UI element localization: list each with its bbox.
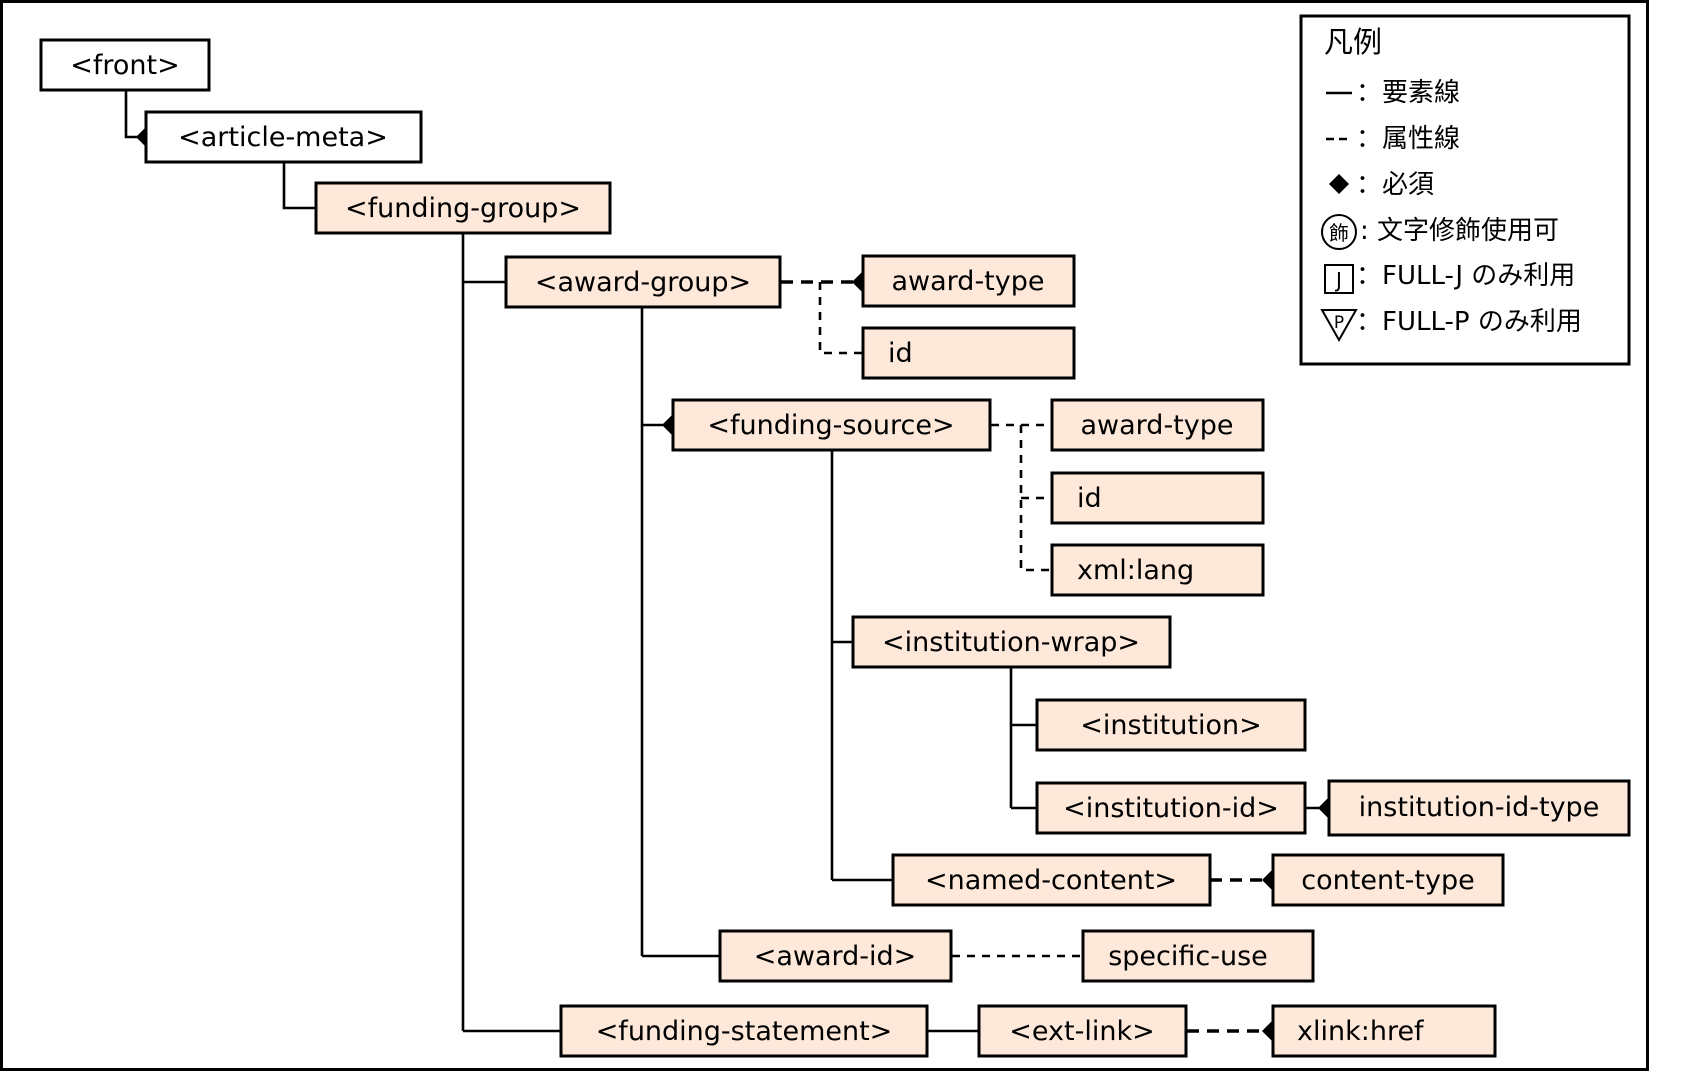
node-funding-source: <funding-source> [671, 398, 992, 452]
legend-attribute-line-label: ：属性線 [1356, 124, 1460, 154]
node-award-group: <award-group> [504, 255, 782, 309]
node-named-content: <named-content> [891, 853, 1212, 907]
line-article-meta-funding-group [282, 162, 316, 210]
node-label: <funding-source> [707, 410, 954, 441]
node-label: <award-group> [535, 267, 751, 298]
node-label: <institution> [1080, 710, 1261, 741]
node-label: specific-use [1108, 941, 1268, 972]
node-label: institution-id-type [1359, 792, 1600, 823]
node-funding-source-attr-xml-lang: xml:lang [1050, 543, 1265, 597]
node-funding-source-attr-award-type: award-type [1050, 398, 1265, 452]
node-label: <article-meta> [178, 122, 388, 153]
node-award-id: <award-id> [718, 929, 953, 983]
node-front: <front> [39, 38, 211, 92]
legend-decoration-label: : 文字修飾使用可 [1360, 216, 1559, 246]
legend-full-p-icon: P [1320, 309, 1358, 343]
node-label: id [1077, 483, 1102, 514]
line-award-group-attr-id [818, 282, 863, 355]
node-institution: <institution> [1035, 698, 1307, 752]
node-label: <ext-link> [1009, 1016, 1154, 1047]
node-institution-id: <institution-id> [1035, 781, 1307, 835]
legend: 凡例 ：要素線 ：属性線 ：必須 飾 : 文字修飾使用可 J ：FULL-J の… [1299, 14, 1631, 366]
node-named-content-attr-content-type: content-type [1271, 853, 1505, 907]
node-label: <award-id> [754, 941, 917, 972]
line-funding-source-attr-id [1019, 425, 1052, 572]
node-label: <front> [70, 50, 179, 81]
legend-full-j-symbol: J [1334, 268, 1342, 292]
legend-element-line-label: ：要素線 [1356, 78, 1460, 108]
legend-full-j-icon: J [1324, 264, 1354, 294]
node-institution-wrap: <institution-wrap> [851, 615, 1172, 669]
node-ext-link: <ext-link> [977, 1004, 1188, 1058]
node-label: <institution-wrap> [882, 627, 1140, 658]
node-label: id [888, 338, 913, 369]
node-ext-link-attr-xlink-href: xlink:href [1271, 1004, 1497, 1058]
node-article-meta: <article-meta> [144, 110, 423, 164]
node-label: <funding-statement> [596, 1016, 893, 1047]
legend-full-j-label: ：FULL-J のみ利用 [1356, 261, 1575, 291]
connector-lines [124, 90, 1328, 1033]
node-funding-group: <funding-group> [314, 181, 612, 235]
node-label: content-type [1301, 865, 1474, 896]
legend-decoration-symbol: 飾 [1329, 221, 1349, 245]
node-award-id-attr-specific-use: specific-use [1081, 929, 1315, 983]
legend-full-p-label: ：FULL-P のみ利用 [1356, 307, 1582, 337]
node-label: <institution-id> [1063, 793, 1279, 824]
node-award-group-attr-id: id [861, 326, 1076, 380]
node-label: <named-content> [925, 865, 1177, 896]
node-award-group-attr-award-type: award-type [861, 254, 1076, 308]
legend-full-p-symbol: P [1334, 313, 1344, 333]
node-label: xml:lang [1077, 555, 1194, 586]
node-label: xlink:href [1297, 1016, 1425, 1047]
legend-diamond-icon [1329, 174, 1349, 194]
node-institution-id-attr-type: institution-id-type [1327, 779, 1631, 837]
legend-title: 凡例 [1324, 25, 1382, 59]
node-funding-statement: <funding-statement> [559, 1004, 929, 1058]
node-label: <funding-group> [345, 193, 581, 224]
legend-frame [1299, 14, 1631, 366]
legend-required-label: ：必須 [1356, 170, 1434, 200]
line-front-article-meta [124, 90, 146, 139]
node-label: award-type [1081, 410, 1234, 441]
legend-decoration-icon: 飾 [1321, 214, 1357, 250]
node-funding-source-attr-id: id [1050, 471, 1265, 525]
outer-frame [0, 0, 1649, 1071]
node-label: award-type [892, 266, 1045, 297]
